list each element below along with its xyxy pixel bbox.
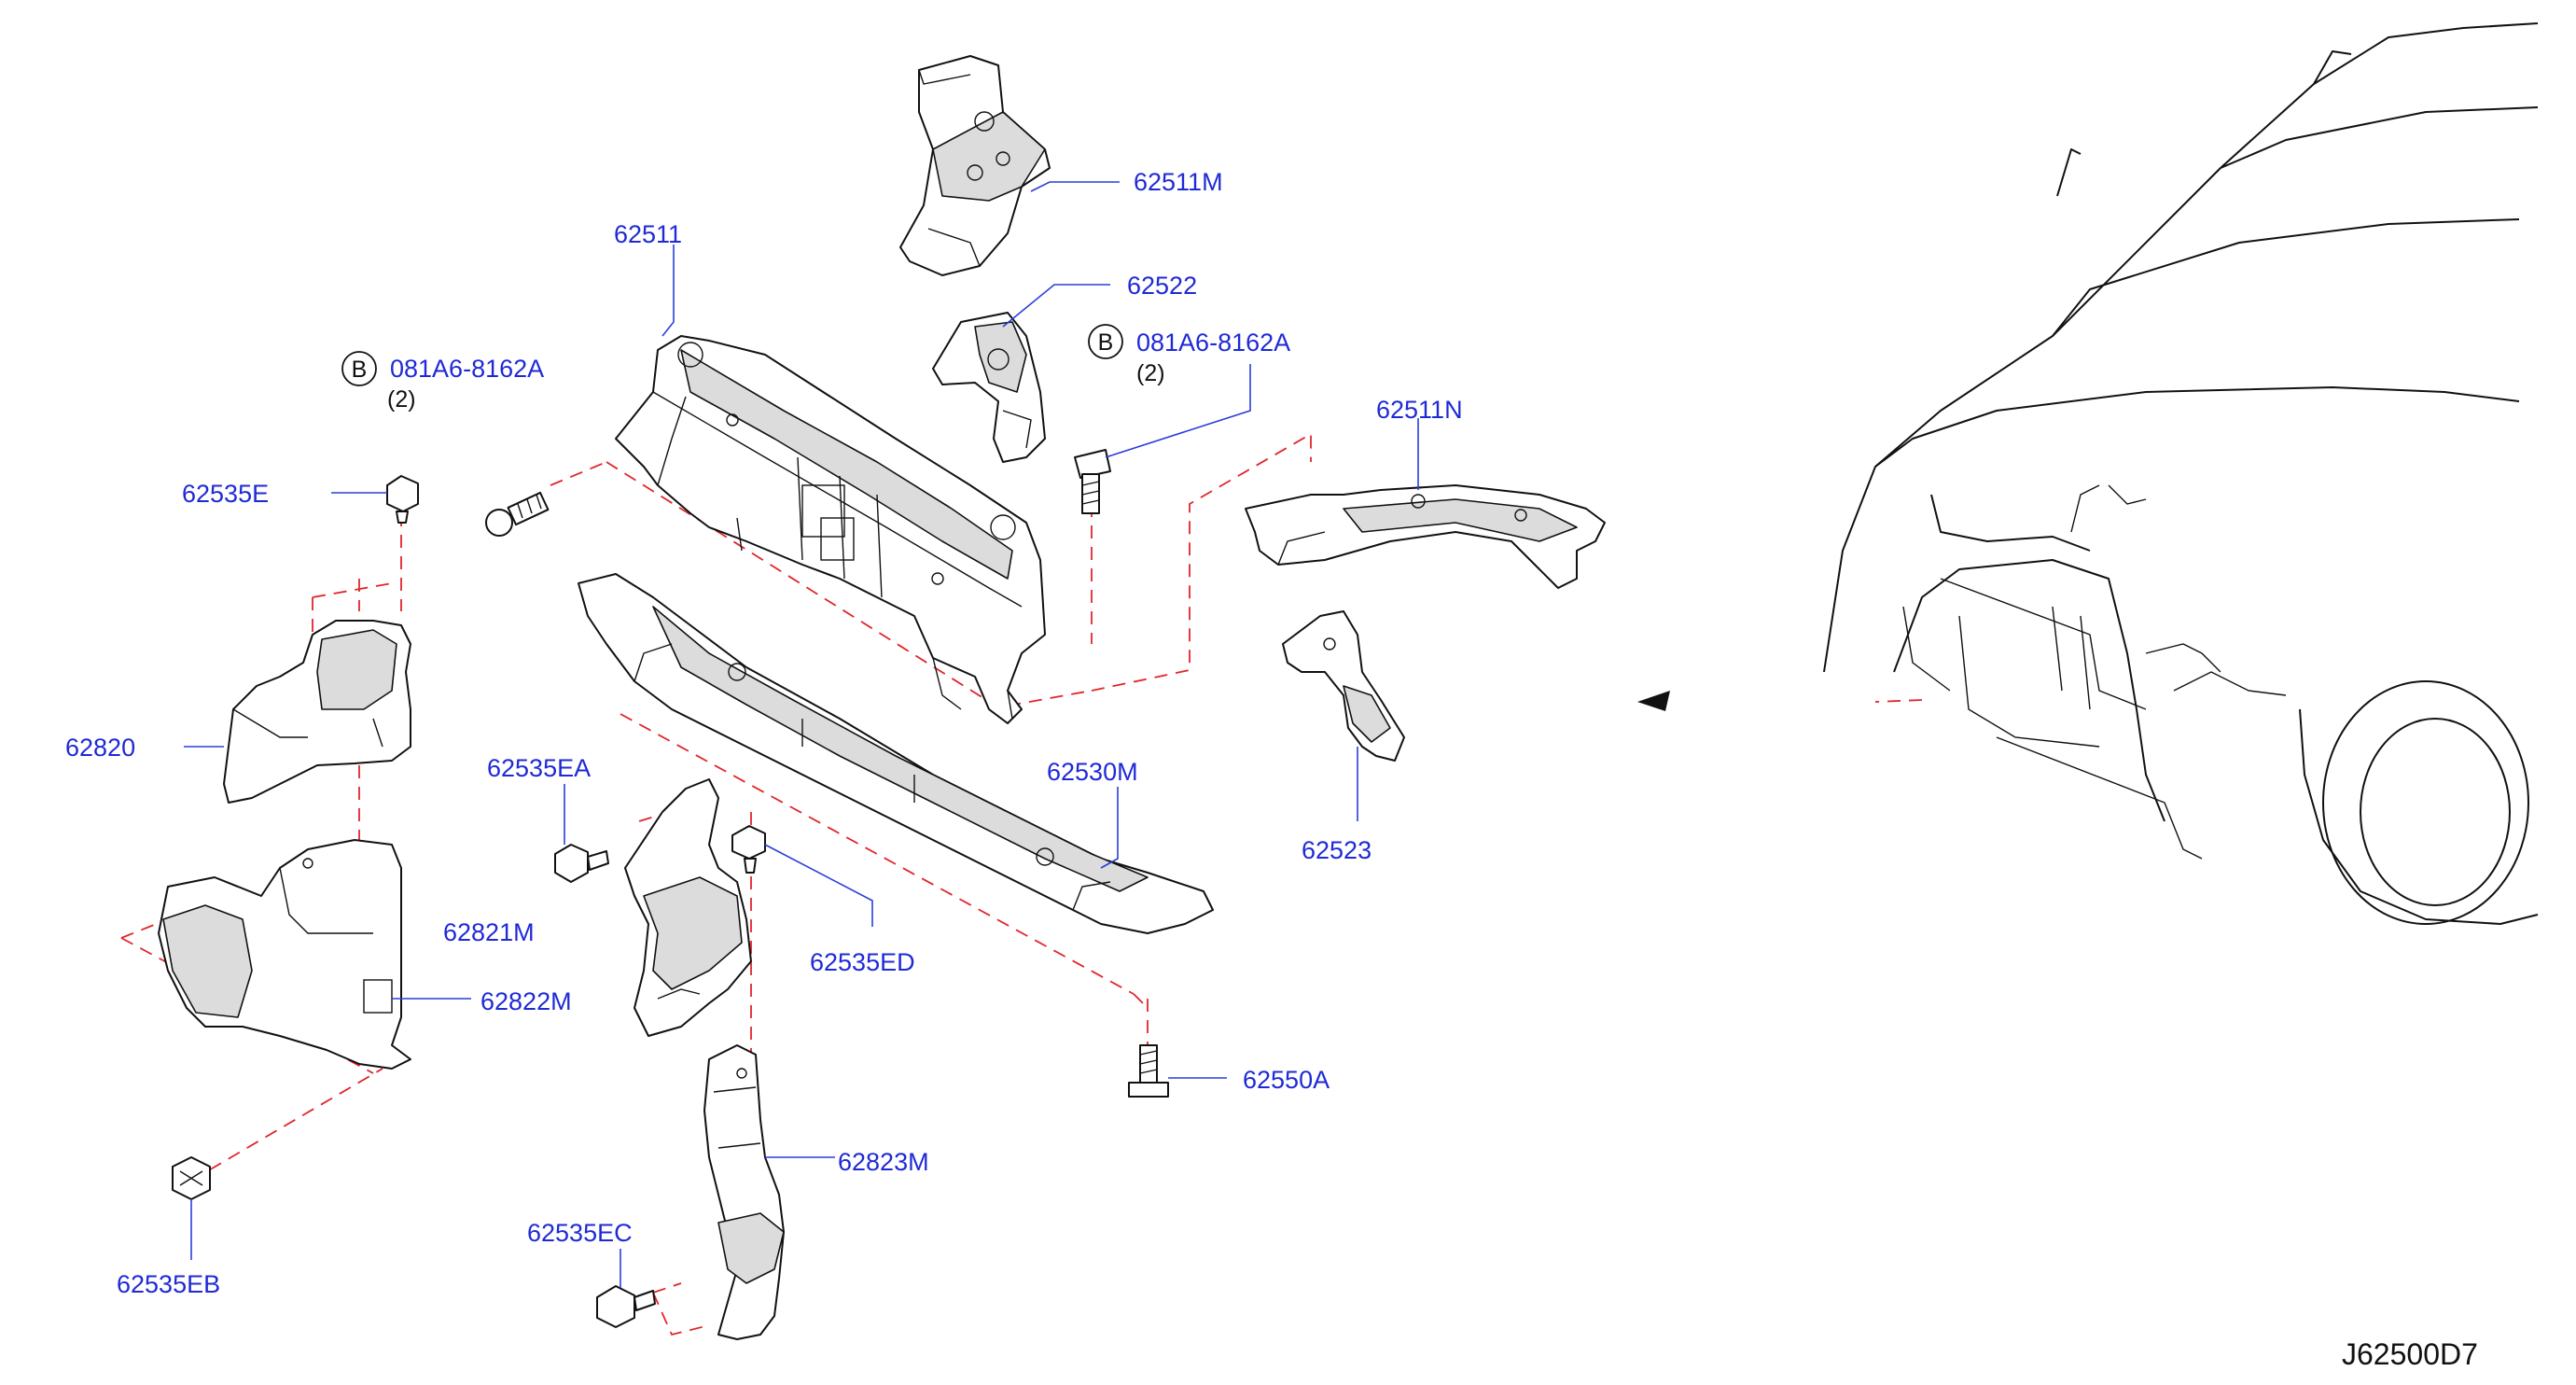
part-62523-drawing [1282, 610, 1405, 762]
part-62820-drawing [223, 620, 411, 804]
label-62822M: 62822M [480, 987, 572, 1015]
fastener-clip-62535ED [731, 825, 766, 874]
label-62523: 62523 [1302, 836, 1372, 864]
label-62535E: 62535E [182, 480, 269, 508]
label-62530M: 62530M [1047, 758, 1138, 786]
label-62511N: 62511N [1376, 396, 1463, 424]
part-62822M-drawing [158, 839, 411, 1070]
bolt-marker-right [1088, 324, 1123, 359]
part-62511-drawing [615, 335, 1046, 724]
vehicle-locator-sketch [1823, 22, 2539, 925]
part-62511M-drawing [899, 55, 1051, 276]
fastener-bolt-right [1074, 449, 1111, 514]
callout-labels: 62511M 62511 62522 B 081A6-8162A (2) B 0… [65, 168, 2478, 1371]
diagram-code: J62500D7 [2342, 1337, 2478, 1371]
label-bolt-right: 081A6-8162A [1136, 329, 1290, 357]
fastener-clip-62535EA [554, 844, 609, 883]
label-62535ED: 62535ED [810, 948, 915, 976]
fastener-bolt-62550A [1128, 1044, 1169, 1098]
label-62550A: 62550A [1243, 1066, 1330, 1094]
bolt-marker-left-letter: B [352, 357, 368, 383]
locator-arrow [1637, 691, 1670, 711]
label-62535EA: 62535EA [487, 754, 591, 782]
label-62823M: 62823M [838, 1148, 929, 1176]
label-62821M: 62821M [443, 918, 535, 946]
label-qty-right: (2) [1136, 360, 1165, 386]
part-62522-drawing [932, 312, 1046, 463]
part-62821M-drawing [624, 778, 752, 1037]
fastener-clip-62535EC [596, 1285, 656, 1328]
label-62535EC: 62535EC [527, 1219, 633, 1247]
label-62820: 62820 [65, 734, 135, 762]
fastener-bolt-left [485, 491, 550, 537]
bolt-marker-right-letter: B [1098, 329, 1114, 356]
label-62511M: 62511M [1134, 168, 1223, 196]
leader-lines [184, 181, 1419, 1288]
label-qty-left: (2) [387, 386, 416, 413]
part-62530M-drawing [578, 573, 1214, 934]
part-62823M-drawing [703, 1044, 785, 1340]
fastener-clip-62535E [386, 475, 419, 524]
label-62511: 62511 [614, 220, 682, 248]
fastener-clip-62535EB [172, 1156, 211, 1200]
bolt-marker-left [341, 351, 377, 386]
label-bolt-left: 081A6-8162A [390, 355, 544, 383]
label-62522: 62522 [1127, 272, 1197, 300]
label-62535EB: 62535EB [117, 1270, 220, 1298]
part-62511N-drawing [1245, 484, 1606, 589]
